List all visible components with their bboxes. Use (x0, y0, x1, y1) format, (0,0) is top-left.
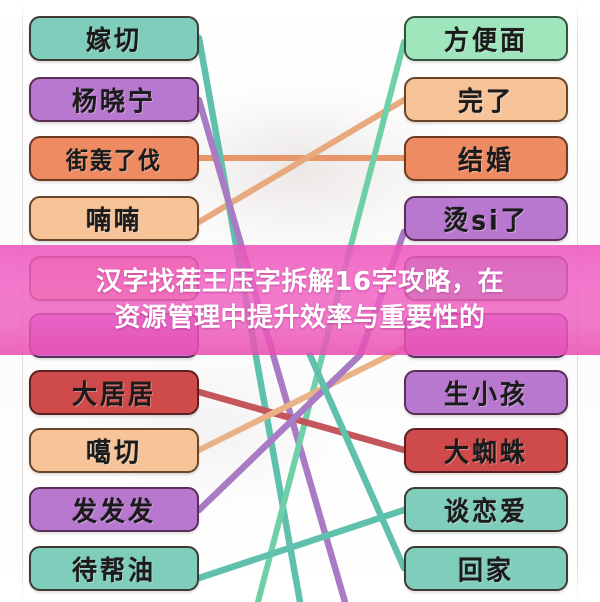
promo-banner: 汉字找茬王压字拆解16字攻略，在 资源管理中提升效率与重要性的 (0, 245, 600, 355)
word-label: 烫si了 (443, 204, 529, 236)
promo-title-line-1: 汉字找茬王压字拆解16字攻略，在 (95, 267, 505, 297)
link-peach-2[interactable] (196, 337, 423, 453)
word-box-right-4[interactable]: 烫si了 (404, 196, 568, 241)
word-label: 嫁切 (85, 24, 142, 56)
word-box-right-8[interactable]: 大蜘蛛 (404, 428, 568, 473)
word-box-right-1[interactable]: 方便面 (404, 16, 568, 61)
link-teal-3[interactable] (306, 351, 408, 572)
word-label: 大居居 (71, 378, 156, 410)
link-teal-2[interactable] (195, 506, 408, 582)
word-box-right-10[interactable]: 回家 (404, 546, 568, 591)
word-box-left-3[interactable]: 街轰了伐 (29, 136, 199, 181)
word-label: 生小孩 (443, 378, 528, 410)
word-label: 杨晓宁 (71, 85, 156, 117)
word-label: 谈恋爱 (443, 495, 528, 527)
word-label: 完了 (457, 85, 514, 117)
word-box-right-9[interactable]: 谈恋爱 (404, 487, 568, 532)
word-box-left-2[interactable]: 杨晓宁 (29, 77, 199, 122)
link-red-1[interactable] (195, 388, 408, 454)
link-peach-1[interactable] (196, 97, 407, 225)
word-label: 回家 (457, 554, 514, 586)
word-box-left-4[interactable]: 喃喃 (29, 196, 199, 241)
word-label: 大蜘蛛 (443, 436, 528, 468)
word-label: 喃喃 (85, 204, 142, 236)
word-box-left-8[interactable]: 噶切 (29, 428, 199, 473)
word-label: 发发发 (71, 495, 156, 527)
word-box-left-9[interactable]: 发发发 (29, 487, 199, 532)
word-box-left-10[interactable]: 待帮油 (29, 546, 199, 591)
word-label: 噶切 (85, 436, 142, 468)
word-box-right-2[interactable]: 完了 (404, 77, 568, 122)
word-box-left-7[interactable]: 大居居 (29, 370, 199, 415)
word-label: 方便面 (443, 24, 528, 56)
word-label: 待帮油 (71, 554, 156, 586)
word-box-right-3[interactable]: 结婚 (404, 136, 568, 181)
word-box-left-1[interactable]: 嫁切 (29, 16, 199, 61)
link-purple-3[interactable] (195, 351, 364, 514)
word-label: 街轰了伐 (65, 147, 162, 175)
promo-title-line-2: 资源管理中提升效率与重要性的 (114, 303, 486, 333)
word-box-right-7[interactable]: 生小孩 (404, 370, 568, 415)
word-label: 结婚 (457, 144, 514, 176)
